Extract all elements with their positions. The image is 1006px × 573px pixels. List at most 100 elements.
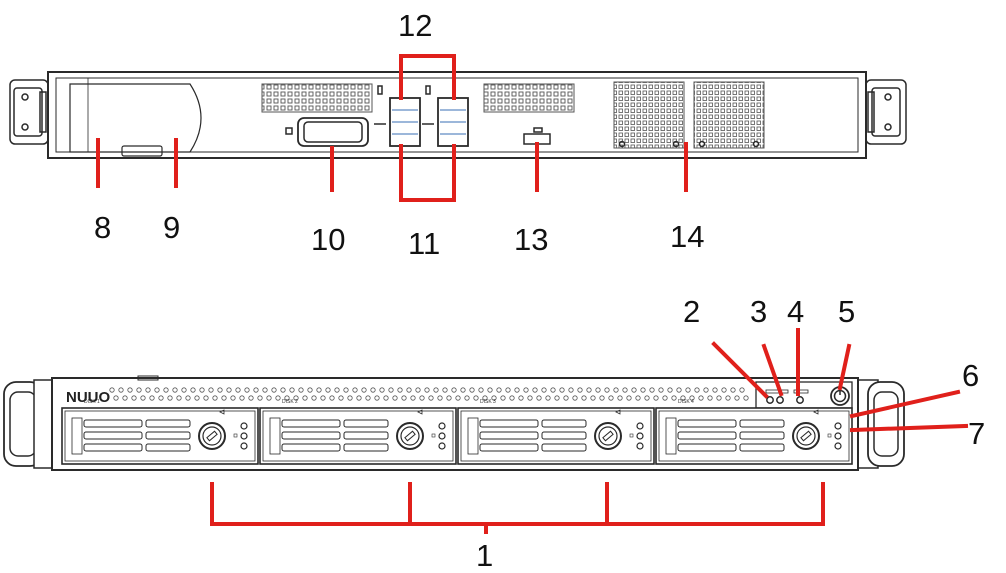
leader-2 xyxy=(711,341,769,399)
vent-hole xyxy=(370,387,376,393)
vent-hole xyxy=(163,387,169,393)
drive-status-led-icon xyxy=(438,422,446,430)
drive-lock-icon[interactable] xyxy=(198,422,226,450)
vent-hole xyxy=(577,387,583,393)
vent-hole xyxy=(221,395,227,401)
drive-lock-icon[interactable] xyxy=(594,422,622,450)
vent-hole xyxy=(262,387,268,393)
drive-status-led-icon xyxy=(240,422,248,430)
leader-lines xyxy=(96,54,969,534)
vent-hole xyxy=(127,387,133,393)
drive-bay-3[interactable]: DISK 3 xyxy=(457,399,655,465)
vent-hole xyxy=(424,387,430,393)
vent-hole xyxy=(113,395,119,401)
vent-hole xyxy=(527,395,533,401)
vent-hole xyxy=(172,387,178,393)
vent-hole xyxy=(145,387,151,393)
vent-hole xyxy=(707,395,713,401)
vent-hole xyxy=(311,395,317,401)
vent-hole xyxy=(307,387,313,393)
vent-hole xyxy=(158,395,164,401)
rear-vent-middle xyxy=(483,83,575,113)
vent-hole xyxy=(739,387,745,393)
vent-hole xyxy=(365,395,371,401)
vent-hole xyxy=(676,387,682,393)
vent-hole xyxy=(203,395,209,401)
callout-11: 11 xyxy=(408,226,440,261)
drive-bay-4[interactable]: DISK 4 xyxy=(655,399,853,465)
vent-hole xyxy=(626,395,632,401)
vent-hole xyxy=(190,387,196,393)
vent-hole xyxy=(397,387,403,393)
vent-hole xyxy=(644,395,650,401)
vent-hole xyxy=(244,387,250,393)
vent-hole xyxy=(347,395,353,401)
vent-hole xyxy=(622,387,628,393)
front-control-panel xyxy=(755,381,853,409)
drive-led-icon xyxy=(834,442,842,450)
vent-hole xyxy=(496,387,502,393)
vent-hole xyxy=(379,387,385,393)
vent-hole xyxy=(253,387,259,393)
vent-hole xyxy=(257,395,263,401)
vent-hole xyxy=(514,387,520,393)
callout-2: 2 xyxy=(683,294,700,329)
vent-hole xyxy=(167,395,173,401)
drive-bay-2[interactable]: DISK 2 xyxy=(259,399,457,465)
vent-hole xyxy=(401,395,407,401)
drive-lock-icon[interactable] xyxy=(792,422,820,450)
vent-hole xyxy=(487,387,493,393)
vent-hole xyxy=(505,387,511,393)
vent-hole xyxy=(388,387,394,393)
drive-bay-1[interactable]: DISK 1 xyxy=(61,399,259,465)
vent-hole xyxy=(271,387,277,393)
vent-hole xyxy=(568,387,574,393)
front-right-handle xyxy=(855,379,905,469)
leader-11 xyxy=(399,144,456,202)
vent-hole xyxy=(235,387,241,393)
lan-port-1 xyxy=(374,85,421,147)
drive-lock-icon[interactable] xyxy=(396,422,424,450)
vent-hole xyxy=(635,395,641,401)
vent-hole xyxy=(338,395,344,401)
vent-hole xyxy=(185,395,191,401)
vent-hole xyxy=(608,395,614,401)
vent-hole xyxy=(302,395,308,401)
vent-hole xyxy=(410,395,416,401)
vent-hole xyxy=(356,395,362,401)
rear-vent-left xyxy=(261,83,373,113)
drive-led-icon xyxy=(636,442,644,450)
vent-hole xyxy=(464,395,470,401)
vent-hole xyxy=(550,387,556,393)
vent-hole xyxy=(329,395,335,401)
drive-bay-label: DISK 4 xyxy=(678,399,694,405)
callout-9: 9 xyxy=(163,210,180,245)
drive-bay-label: DISK 1 xyxy=(84,399,100,405)
vent-hole xyxy=(199,387,205,393)
vent-hole xyxy=(392,395,398,401)
callout-7: 7 xyxy=(968,416,985,451)
callout-6: 6 xyxy=(962,358,979,393)
vent-hole xyxy=(176,395,182,401)
vent-hole xyxy=(599,395,605,401)
vent-hole xyxy=(734,395,740,401)
vent-hole xyxy=(383,395,389,401)
vent-hole xyxy=(604,387,610,393)
drive-activity-led-icon xyxy=(438,432,446,440)
vent-hole xyxy=(590,395,596,401)
vent-hole xyxy=(662,395,668,401)
drive-activity-led-icon xyxy=(636,432,644,440)
vent-hole xyxy=(469,387,475,393)
vent-hole xyxy=(698,395,704,401)
vent-hole xyxy=(743,395,749,401)
vent-hole xyxy=(460,387,466,393)
vent-hole xyxy=(109,387,115,393)
leader-5 xyxy=(837,343,852,391)
vent-hole xyxy=(406,387,412,393)
vent-hole xyxy=(226,387,232,393)
vent-hole xyxy=(455,395,461,401)
vent-hole xyxy=(136,387,142,393)
vent-hole xyxy=(694,387,700,393)
